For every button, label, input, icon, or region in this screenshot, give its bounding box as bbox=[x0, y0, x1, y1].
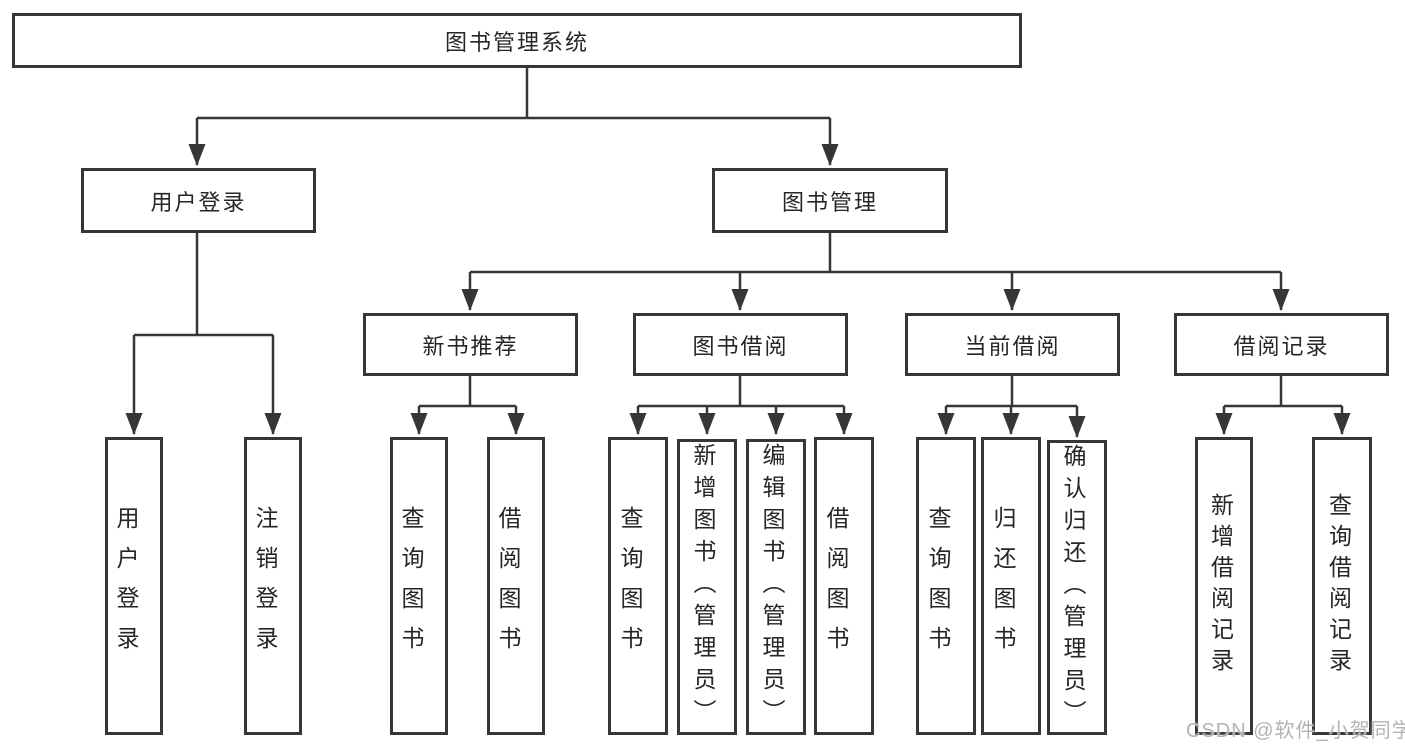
connector-root-to-level2 bbox=[188, 68, 839, 166]
leaf-borrow-books-recommend: 借阅图书 bbox=[487, 437, 545, 735]
leaf-label: 编辑图书（管理员） bbox=[759, 443, 785, 731]
node-borrow-records: 借阅记录 bbox=[1174, 313, 1389, 376]
leaf-label: 查询图书 bbox=[398, 506, 424, 666]
watermark: CSDN @软件_小贺同学 bbox=[1186, 720, 1405, 742]
leaf-logout: 注销登录 bbox=[244, 437, 302, 735]
leaf-query-books-borrow: 查询图书 bbox=[608, 437, 668, 735]
leaf-confirm-return-admin: 确认归还（管理员） bbox=[1047, 440, 1107, 735]
node-user-login: 用户登录 bbox=[81, 168, 316, 233]
leaf-label: 借阅图书 bbox=[823, 506, 849, 666]
leaf-add-borrow-record: 新增借阅记录 bbox=[1195, 437, 1253, 735]
leaf-edit-books-admin: 编辑图书（管理员） bbox=[746, 439, 806, 735]
leaf-label: 归还图书 bbox=[990, 506, 1016, 666]
node-new-book-recommend: 新书推荐 bbox=[363, 313, 578, 376]
leaf-user-login: 用户登录 bbox=[105, 437, 163, 735]
node-root: 图书管理系统 bbox=[12, 13, 1022, 68]
leaf-query-books-recommend: 查询图书 bbox=[390, 437, 448, 735]
leaf-label: 用户登录 bbox=[113, 506, 139, 666]
leaf-label: 新增图书（管理员） bbox=[690, 443, 716, 731]
connector-current-borrow bbox=[937, 376, 1086, 438]
leaf-query-borrow-record: 查询借阅记录 bbox=[1312, 437, 1372, 735]
leaf-label: 注销登录 bbox=[252, 506, 278, 666]
node-book-management: 图书管理 bbox=[712, 168, 948, 233]
leaf-borrow-books: 借阅图书 bbox=[814, 437, 874, 735]
leaf-label: 新增借阅记录 bbox=[1207, 493, 1234, 679]
connector-book-management bbox=[461, 233, 1290, 311]
leaf-query-books-current: 查询图书 bbox=[916, 437, 976, 735]
leaf-add-books-admin: 新增图书（管理员） bbox=[677, 439, 737, 735]
leaf-return-books: 归还图书 bbox=[981, 437, 1041, 735]
leaf-label: 查询借阅记录 bbox=[1325, 493, 1352, 679]
leaf-label: 查询图书 bbox=[617, 506, 643, 666]
connector-user-login bbox=[125, 233, 282, 435]
leaf-label: 确认归还（管理员） bbox=[1060, 443, 1086, 732]
connector-new-book bbox=[410, 376, 525, 435]
leaf-label: 借阅图书 bbox=[495, 506, 521, 666]
connector-borrow-records bbox=[1215, 376, 1351, 435]
node-book-borrow: 图书借阅 bbox=[633, 313, 848, 376]
leaf-label: 查询图书 bbox=[925, 506, 951, 666]
node-current-borrow: 当前借阅 bbox=[905, 313, 1120, 376]
connector-book-borrow bbox=[629, 376, 853, 435]
